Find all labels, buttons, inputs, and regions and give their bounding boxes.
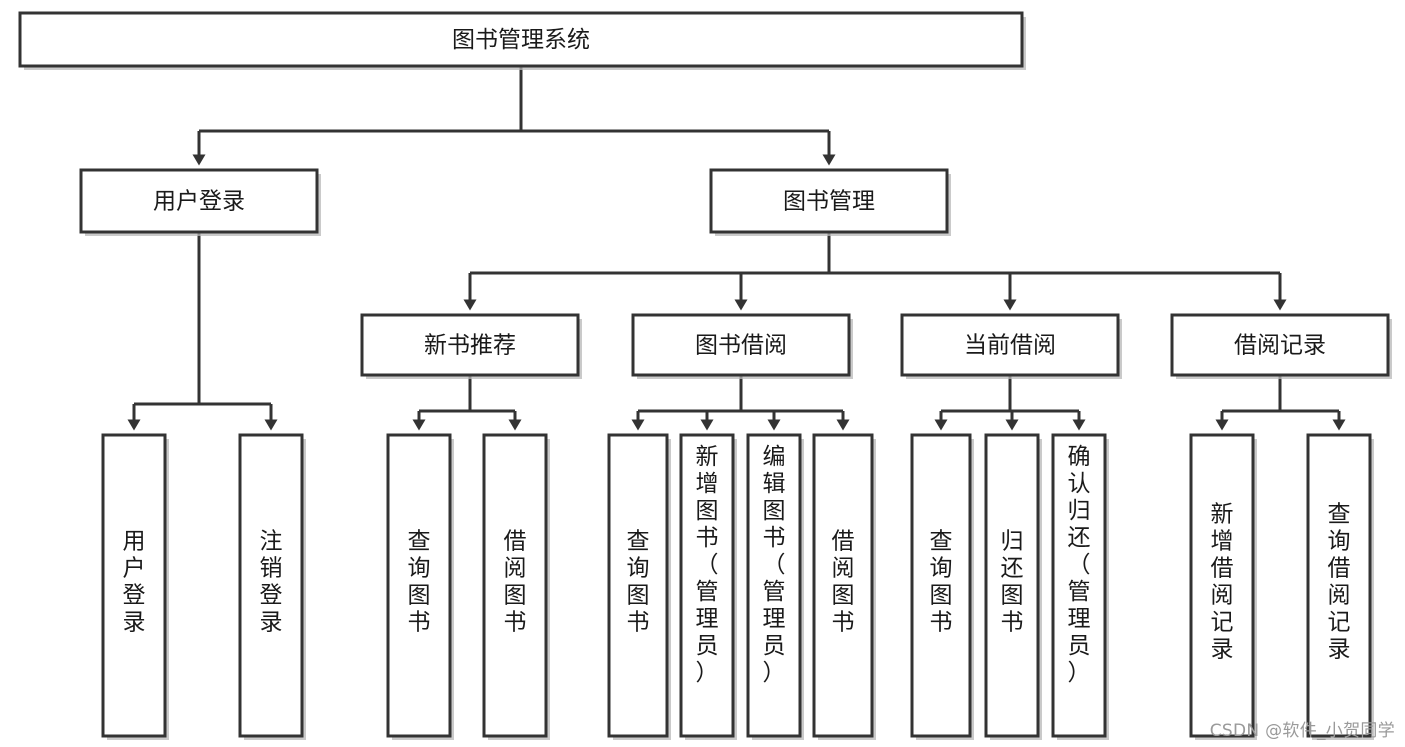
node-box[interactable] bbox=[101, 433, 167, 738]
node-box[interactable] bbox=[910, 433, 972, 738]
node-leaf-add-book[interactable]: 新增图书（管理员） bbox=[679, 433, 737, 740]
node-box[interactable] bbox=[360, 313, 580, 377]
node-label: 新书推荐 bbox=[424, 333, 516, 359]
node-label: 借阅图书 bbox=[504, 529, 527, 636]
node-label: 当前借阅 bbox=[964, 333, 1056, 359]
node-box[interactable] bbox=[607, 433, 669, 738]
node-leaf-return-book[interactable]: 归还图书 bbox=[984, 433, 1042, 740]
watermark-text: CSDN @软件_小贺同学 bbox=[1209, 721, 1395, 741]
node-book-manage[interactable]: 图书管理 bbox=[709, 168, 951, 236]
node-new-book-rec[interactable]: 新书推荐 bbox=[360, 313, 582, 379]
node-label: 注销登录 bbox=[260, 529, 283, 636]
node-leaf-query-book-cur[interactable]: 查询图书 bbox=[910, 433, 974, 740]
node-box[interactable] bbox=[386, 433, 452, 738]
node-label: 查询图书 bbox=[627, 529, 650, 636]
node-box[interactable] bbox=[1189, 433, 1255, 738]
node-leaf-add-borrow-record[interactable]: 新增借阅记录 bbox=[1189, 433, 1257, 740]
node-box[interactable] bbox=[79, 168, 319, 234]
node-label: 借阅记录 bbox=[1234, 333, 1326, 359]
connector-layer bbox=[127, 66, 1346, 431]
node-layer: 图书管理系统用户登录图书管理新书推荐图书借阅当前借阅借阅记录用户登录注销登录查询… bbox=[18, 11, 1392, 740]
node-label: 图书管理 bbox=[783, 189, 875, 215]
node-leaf-borrow-book[interactable]: 借阅图书 bbox=[812, 433, 876, 740]
node-box[interactable] bbox=[238, 433, 304, 738]
node-box[interactable] bbox=[1170, 313, 1390, 377]
node-leaf-edit-book[interactable]: 编辑图书（管理员） bbox=[746, 433, 804, 740]
node-leaf-query-book-borrow[interactable]: 查询图书 bbox=[607, 433, 671, 740]
node-leaf-query-book-rec[interactable]: 查询图书 bbox=[386, 433, 454, 740]
node-box[interactable] bbox=[812, 433, 874, 738]
node-box[interactable] bbox=[984, 433, 1040, 738]
node-label: 查询图书 bbox=[408, 529, 431, 636]
node-box[interactable] bbox=[1051, 433, 1107, 738]
node-label: 借阅图书 bbox=[832, 529, 855, 636]
node-label: 查询借阅记录 bbox=[1328, 502, 1351, 663]
node-label: 用户登录 bbox=[153, 189, 245, 215]
node-user-login[interactable]: 用户登录 bbox=[79, 168, 321, 236]
node-leaf-user-login[interactable]: 用户登录 bbox=[101, 433, 169, 740]
node-box[interactable] bbox=[631, 313, 851, 377]
node-label: 新增图书（管理员） bbox=[696, 444, 719, 686]
node-leaf-confirm-return[interactable]: 确认归还（管理员） bbox=[1051, 433, 1109, 740]
node-book-borrow[interactable]: 图书借阅 bbox=[631, 313, 853, 379]
node-box[interactable] bbox=[18, 11, 1024, 68]
node-box[interactable] bbox=[679, 433, 735, 738]
node-box[interactable] bbox=[900, 313, 1120, 377]
node-label: 归还图书 bbox=[1001, 529, 1024, 636]
node-box[interactable] bbox=[1306, 433, 1372, 738]
node-box[interactable] bbox=[482, 433, 548, 738]
node-label: 图书借阅 bbox=[695, 333, 787, 359]
node-current-borrow[interactable]: 当前借阅 bbox=[900, 313, 1122, 379]
node-label: 编辑图书（管理员） bbox=[763, 444, 786, 686]
node-label: 用户登录 bbox=[123, 529, 146, 636]
node-label: 新增借阅记录 bbox=[1211, 502, 1234, 663]
node-leaf-user-logout[interactable]: 注销登录 bbox=[238, 433, 306, 740]
node-label: 查询图书 bbox=[930, 529, 953, 636]
node-box[interactable] bbox=[709, 168, 949, 234]
node-root[interactable]: 图书管理系统 bbox=[18, 11, 1026, 70]
node-label: 图书管理系统 bbox=[452, 27, 590, 53]
node-box[interactable] bbox=[746, 433, 802, 738]
node-label: 确认归还（管理员） bbox=[1068, 444, 1091, 686]
node-borrow-record[interactable]: 借阅记录 bbox=[1170, 313, 1392, 379]
node-leaf-borrow-book-rec[interactable]: 借阅图书 bbox=[482, 433, 550, 740]
node-leaf-query-borrow-record[interactable]: 查询借阅记录 bbox=[1306, 433, 1374, 740]
